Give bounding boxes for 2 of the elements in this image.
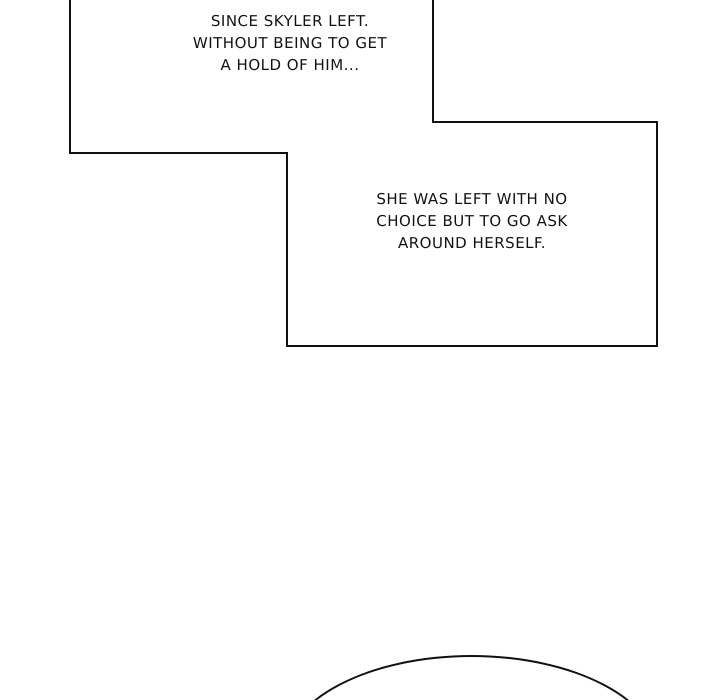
narration-text: SINCE SKYLER LEFT. WITHOUT BEING TO GET A HOLD OF HIM... [192,11,388,76]
narration-text: SHE WAS LEFT WITH NO CHOICE BUT TO GO ASK AROUND HERSELF. [375,189,569,254]
